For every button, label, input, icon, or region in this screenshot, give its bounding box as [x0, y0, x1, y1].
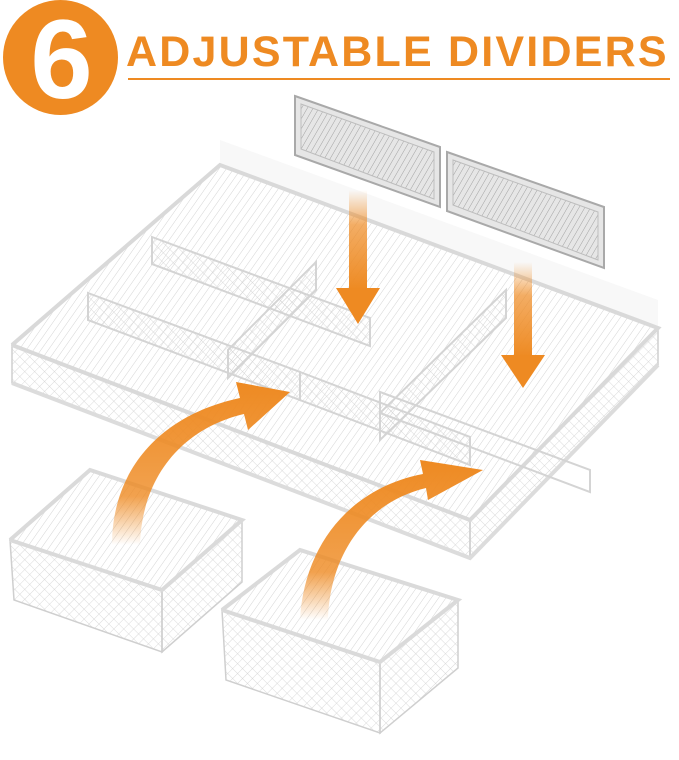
title-underline — [128, 78, 670, 80]
header: 6 ADJUSTABLE DIVIDERS — [0, 0, 679, 120]
page-title: ADJUSTABLE DIVIDERS — [126, 28, 669, 76]
curved-arrow-right — [300, 460, 483, 620]
number-badge: 6 — [3, 0, 118, 115]
down-arrow-left — [336, 190, 380, 324]
loose-divider-right — [446, 150, 605, 270]
badge-number: 6 — [30, 0, 92, 122]
curved-arrow-left — [112, 382, 290, 545]
loose-divider-left — [294, 94, 441, 209]
down-arrow-right — [501, 262, 545, 388]
mesh-basket-right — [220, 547, 463, 735]
